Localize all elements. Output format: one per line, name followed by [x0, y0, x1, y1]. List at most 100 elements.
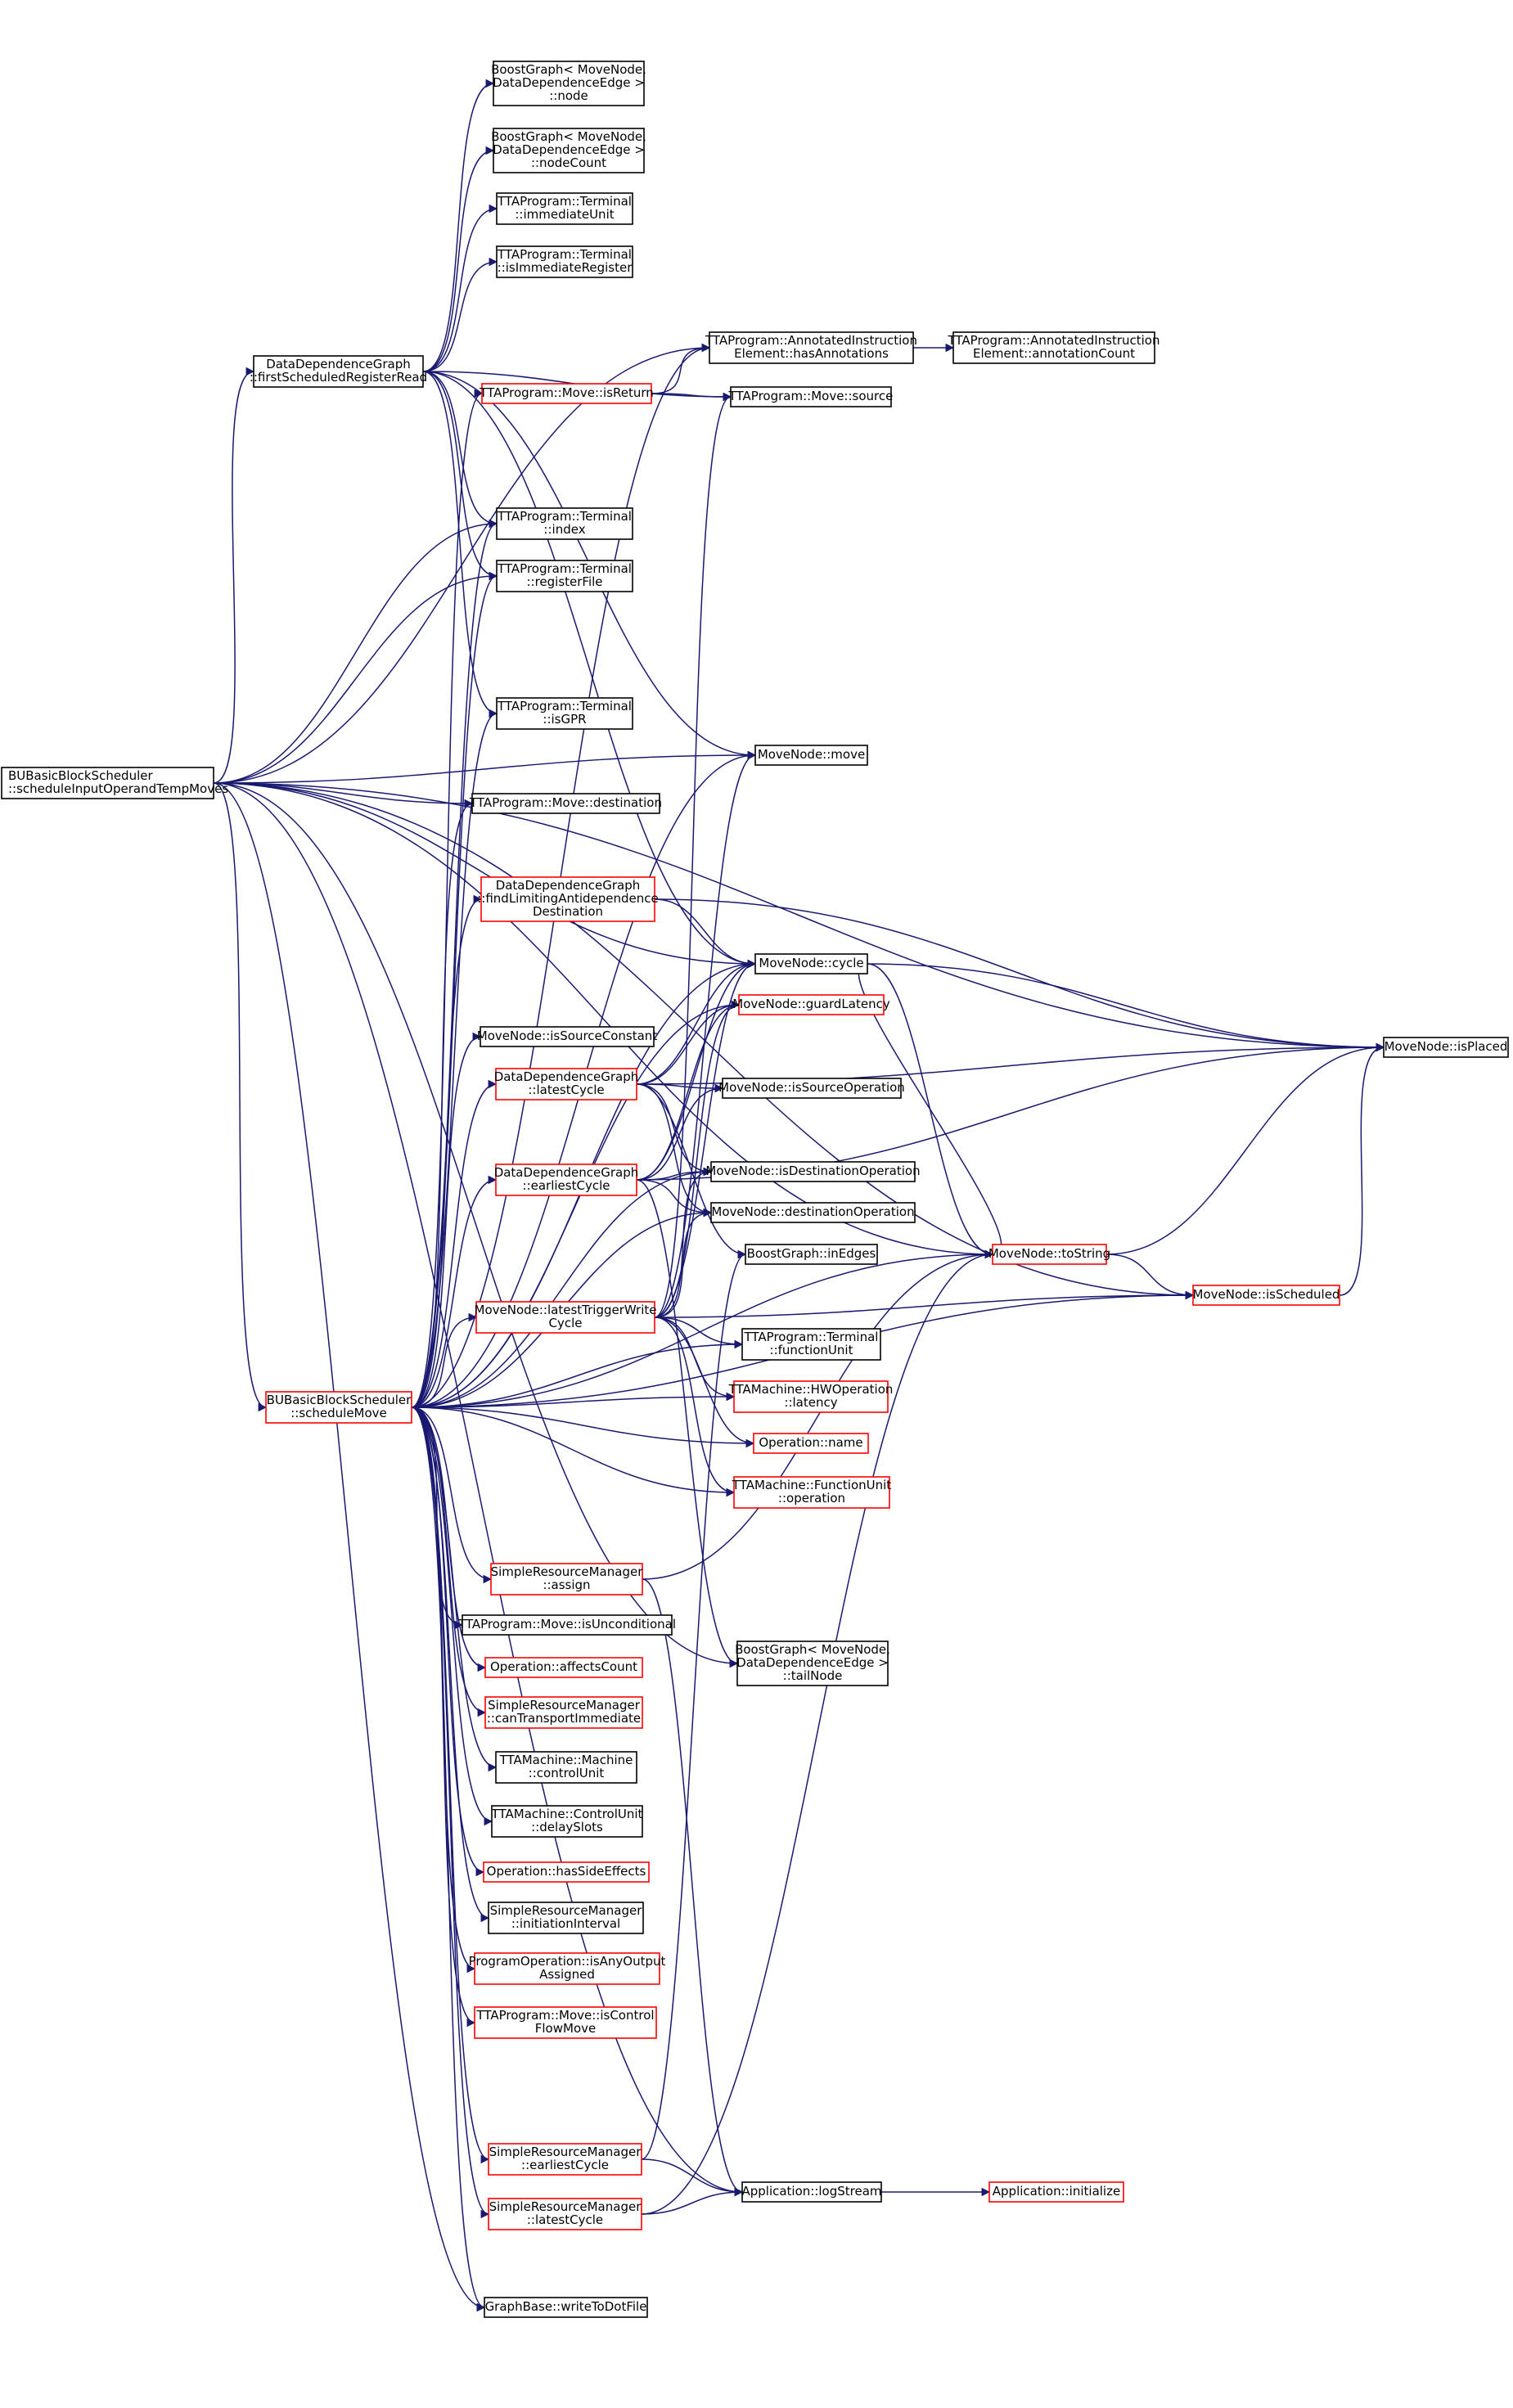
node-op_name[interactable]: Operation::name	[753, 1433, 869, 1454]
node-move_isuncond[interactable]: TTAProgram::Move::isUnconditional	[457, 1614, 676, 1636]
node-root[interactable]: BUBasicBlockScheduler::scheduleInputOper…	[1, 767, 228, 799]
node-move_source[interactable]: TTAProgram::Move::source	[728, 386, 894, 407]
node-label-line: ::index	[543, 522, 585, 537]
node-label-line: TTAProgram::Terminal	[744, 1330, 879, 1344]
node-mn_move[interactable]: MoveNode::move	[754, 745, 868, 766]
node-app_initialize[interactable]: Application::initialize	[988, 2181, 1124, 2203]
node-label-line: TTAProgram::Move::source	[728, 389, 894, 403]
node-label-line: SimpleResourceManager	[491, 1564, 644, 1579]
node-mn_guardlatency[interactable]: MoveNode::guardLatency	[732, 994, 890, 1015]
node-fu_operation[interactable]: TTAMachine::FunctionUnit::operation	[732, 1476, 892, 1509]
node-label-line: ::immediateUnit	[515, 207, 614, 222]
node-label-line: TTAProgram::Terminal	[497, 561, 632, 576]
node-hwop_latency[interactable]: TTAMachine::HWOperation::latency	[728, 1380, 894, 1413]
edge-root-to-mn_isscheduled	[213, 782, 1195, 1300]
node-bg_nodecount[interactable]: BoostGraph< MoveNode,DataDependenceEdge …	[491, 128, 646, 173]
node-box	[952, 331, 1155, 364]
edge-root-to-term_index	[213, 519, 498, 784]
node-mn_isdestop[interactable]: MoveNode::isDestinationOperation	[705, 1161, 921, 1182]
edge-root-to-term_regfile	[213, 571, 498, 784]
node-term_regfile[interactable]: TTAProgram::Terminal::registerFile	[496, 560, 633, 592]
node-mn_issourceop[interactable]: MoveNode::isSourceOperation	[718, 1078, 905, 1099]
node-gb_writetodot[interactable]: GraphBase::writeToDotFile	[484, 2297, 648, 2318]
node-label-line: TTAProgram::AnnotatedInstruction	[948, 333, 1160, 348]
node-box	[736, 1641, 889, 1686]
node-mach_controlunit[interactable]: TTAMachine::Machine::controlUnit	[495, 1751, 637, 1784]
node-mn_isplaced[interactable]: MoveNode::isPlaced	[1383, 1037, 1509, 1058]
node-ddg_firstsched[interactable]: DataDependenceGraph::firstScheduledRegis…	[250, 355, 427, 388]
node-op_affectscount[interactable]: Operation::affectsCount	[484, 1657, 643, 1678]
node-srm_earliestcycle[interactable]: SimpleResourceManager::earliestCycle	[488, 2143, 642, 2176]
node-label-line: ::earliestCycle	[521, 2158, 609, 2172]
node-box	[710, 1161, 916, 1182]
node-label-line: Assigned	[539, 1967, 595, 1982]
node-mn_destop[interactable]: MoveNode::destinationOperation	[710, 1202, 916, 1223]
edge-root-to-gb_writetodot	[213, 782, 486, 2312]
node-mn_cycle[interactable]: MoveNode::cycle	[754, 953, 868, 974]
node-box	[488, 1902, 644, 1934]
node-label-line: ::registerFile	[526, 574, 602, 589]
node-label-line: ::latestCycle	[527, 2212, 603, 2227]
node-bubs_schedmove[interactable]: BUBasicBlockScheduler::scheduleMove	[265, 1391, 412, 1424]
edge-bubs_schedmove-to-term_regfile	[411, 571, 498, 1408]
node-label-line: ::isImmediateRegister	[498, 260, 633, 275]
node-box	[471, 793, 660, 814]
node-label-line: Application::logStream	[741, 2184, 881, 2199]
node-box	[754, 745, 868, 766]
node-bg_inedges[interactable]: BoostGraph::inEdges	[745, 1244, 878, 1265]
node-mn_tostring[interactable]: MoveNode::toString	[988, 1244, 1110, 1265]
node-label-line: ::scheduleInputOperandTempMoves	[8, 781, 228, 796]
node-box	[496, 245, 633, 278]
edge-root-to-mn_move	[213, 750, 757, 784]
node-label-line: TTAMachine::HWOperation	[728, 1382, 894, 1397]
node-bg_node[interactable]: BoostGraph< MoveNode,DataDependenceEdge …	[491, 61, 646, 106]
node-ddg_findlimiting[interactable]: DataDependenceGraph::findLimitingAntidep…	[477, 876, 659, 922]
node-srm_latestcycle[interactable]: SimpleResourceManager::latestCycle	[488, 2198, 642, 2230]
node-op_hassideeffects[interactable]: Operation::hasSideEffects	[483, 1861, 650, 1883]
edge-bubs_schedmove-to-srm_earliestcycle	[411, 1407, 490, 2164]
node-bg_tailnode[interactable]: BoostGraph< MoveNode,DataDependenceEdge …	[735, 1641, 890, 1686]
node-box	[495, 1751, 637, 1784]
node-move_destination[interactable]: TTAProgram::Move::destination	[469, 793, 662, 814]
node-srm_cantransport[interactable]: SimpleResourceManager::canTransportImmed…	[484, 1696, 643, 1729]
node-label-line: Element::annotationCount	[973, 346, 1135, 361]
node-box	[496, 192, 633, 225]
edge-bubs_schedmove-to-srm_initinterval	[411, 1407, 490, 1923]
node-box	[495, 1163, 637, 1196]
node-label-line: ::initiationInterval	[511, 1916, 620, 1931]
edge-move_isreturn-to-aie_hasann	[651, 343, 711, 394]
node-cu_delayslots[interactable]: TTAMachine::ControlUnit::delaySlots	[491, 1805, 643, 1838]
node-ddg_earliestcycle[interactable]: DataDependenceGraph::earliestCycle	[494, 1163, 639, 1196]
node-ddg_latestcycle[interactable]: DataDependenceGraph::latestCycle	[494, 1068, 639, 1100]
node-label-line: MoveNode::isDestinationOperation	[705, 1163, 920, 1178]
node-label-line: ::latency	[784, 1395, 837, 1410]
edge-mn_latesttrigger-to-term_funcunit	[654, 1317, 744, 1349]
node-aie_hasann[interactable]: TTAProgram::AnnotatedInstructionElement:…	[705, 331, 917, 364]
node-label-line: TTAProgram::Terminal	[497, 699, 632, 713]
node-move_isreturn[interactable]: TTAProgram::Move::isReturn	[479, 383, 654, 404]
node-srm_initinterval[interactable]: SimpleResourceManager::initiationInterva…	[488, 1902, 644, 1934]
node-aie_anncount[interactable]: TTAProgram::AnnotatedInstructionElement:…	[948, 331, 1160, 364]
node-label-line: ::scheduleMove	[290, 1406, 387, 1420]
node-label-line: DataDependenceEdge >	[493, 75, 645, 90]
node-term_isimmreg[interactable]: TTAProgram::Terminal::isImmediateRegiste…	[496, 245, 633, 278]
node-label-line: MoveNode::isSourceOperation	[718, 1080, 905, 1095]
node-term_isgpr[interactable]: TTAProgram::Terminal::isGPR	[496, 697, 633, 730]
edge-root-to-ddg_firstsched	[213, 367, 255, 784]
node-srm_assign[interactable]: SimpleResourceManager::assign	[490, 1563, 644, 1596]
node-label-line: ::assign	[543, 1578, 590, 1592]
node-label-line: Element::hasAnnotations	[734, 346, 889, 361]
node-mn_issourceconst[interactable]: MoveNode::isSourceConstant	[477, 1026, 658, 1047]
node-app_logstream[interactable]: Application::logStream	[741, 2181, 882, 2203]
node-box	[745, 1244, 878, 1265]
node-box	[496, 507, 633, 540]
edge-bubs_schedmove-to-mn_guardlatency	[411, 1000, 741, 1408]
node-term_immunit[interactable]: TTAProgram::Terminal::immediateUnit	[496, 192, 633, 225]
node-label-line: ::delaySlots	[531, 1820, 603, 1834]
node-term_index[interactable]: TTAProgram::Terminal::index	[496, 507, 633, 540]
node-mn_isscheduled[interactable]: MoveNode::isScheduled	[1192, 1285, 1340, 1306]
node-term_funcunit[interactable]: TTAProgram::Terminal::functionUnit	[741, 1328, 881, 1361]
